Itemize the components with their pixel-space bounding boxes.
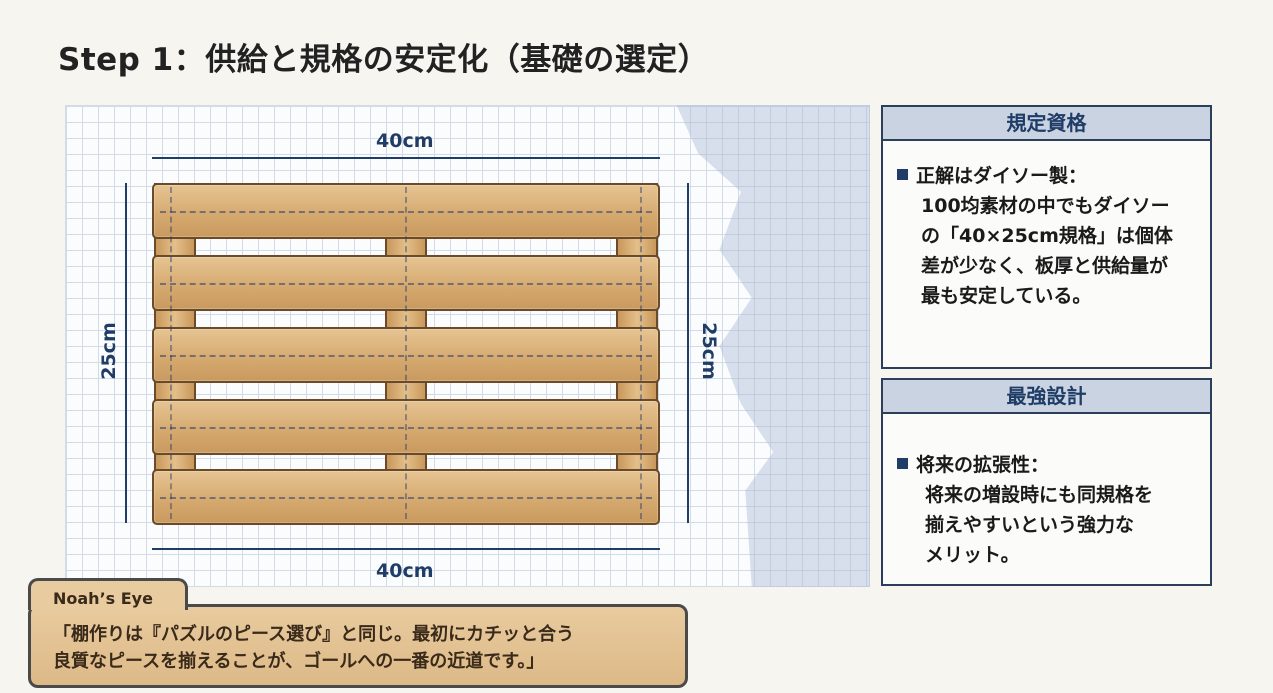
right-dimension-line <box>687 183 689 523</box>
design-panel: 最強設計 将来の拡張性： 将来の増設時にも同規格を 揃えやすいという強力な メリ… <box>881 378 1212 586</box>
noahs-eye-callout: 「棚作りは『パズルのピース選び』と同じ。最初にカチッと合う 良質なピースを揃える… <box>28 604 688 688</box>
callout-line: 「棚作りは『パズルのピース選び』と同じ。最初にカチッと合う <box>53 624 575 645</box>
bullet-icon <box>897 169 908 180</box>
wooden-pallet <box>152 183 660 525</box>
bullet-icon <box>897 458 908 469</box>
right-height-label: 25cm <box>697 322 720 380</box>
left-dimension-line <box>125 183 127 523</box>
top-width-label: 40cm <box>376 130 434 152</box>
callout-line: 良質なピースを揃えることが、ゴールへの一番の近道です。」 <box>53 651 545 672</box>
left-height-label: 25cm <box>97 322 120 380</box>
design-line: メリット。 <box>925 544 1020 566</box>
top-dimension-line <box>152 157 660 159</box>
design-line: 将来の拡張性： <box>916 454 1050 476</box>
bottom-dimension-line <box>152 548 660 550</box>
noahs-eye-label: Noah’s Eye <box>28 578 188 610</box>
design-panel-heading: 最強設計 <box>883 380 1210 414</box>
spec-line: の「40×25cm規格」は個体 <box>921 225 1173 247</box>
spec-panel-heading: 規定資格 <box>883 107 1210 141</box>
spec-panel: 規定資格 正解はダイソー製： 100均素材の中でもダイソー の「40×25cm規… <box>881 105 1212 369</box>
design-line: 将来の増設時にも同規格を <box>925 484 1154 506</box>
spec-line: 最も安定している。 <box>921 285 1092 307</box>
spec-line: 差が少なく、板厚と供給量が <box>921 255 1169 277</box>
spec-line: 正解はダイソー製： <box>916 165 1088 187</box>
bottom-width-label: 40cm <box>376 560 434 582</box>
spec-line: 100均素材の中でもダイソー <box>921 195 1170 217</box>
design-line: 揃えやすいという強力な <box>925 514 1135 536</box>
page-title: Step 1：供給と規格の安定化（基礎の選定） <box>58 42 710 78</box>
